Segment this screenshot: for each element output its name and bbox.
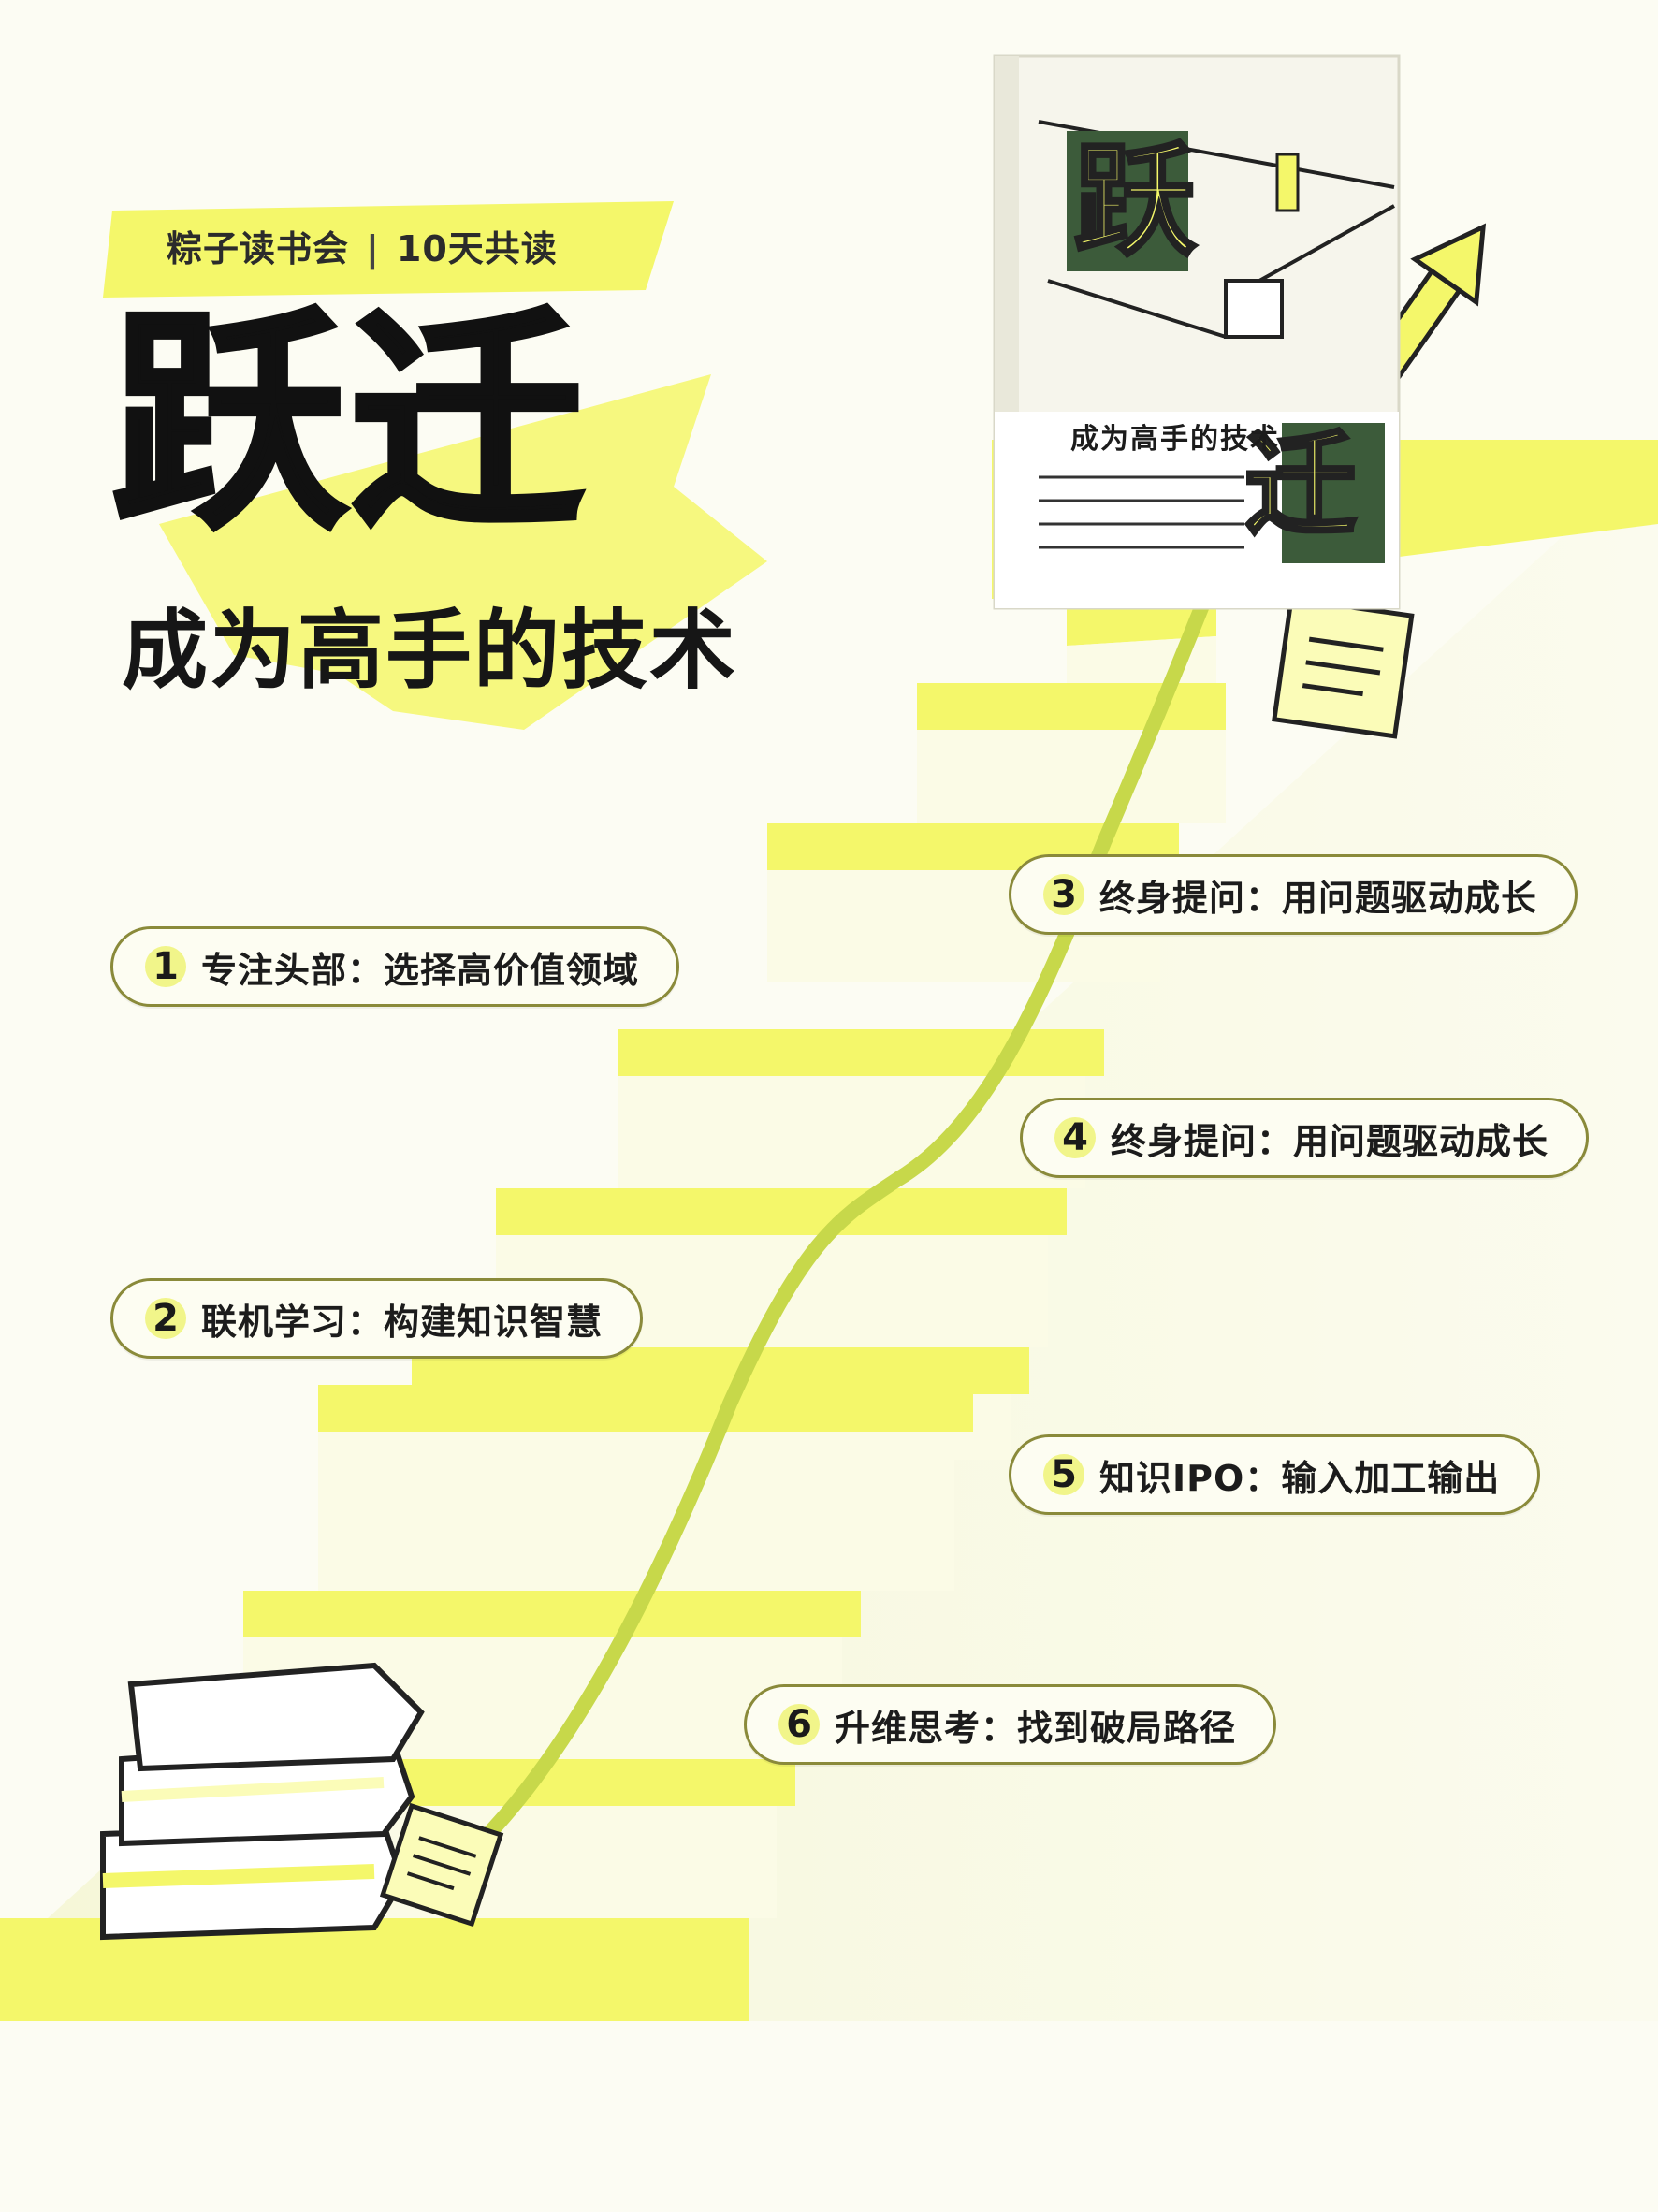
step-number: 2 (145, 1298, 186, 1339)
step-pill-1: 1 专注头部：选择高价值领域 (110, 926, 680, 1007)
note-icon (1272, 596, 1415, 739)
step-label: 专注头部：选择高价值领域 (201, 949, 640, 991)
reading-club-banner: 粽子读书会 | 10天共读 (103, 204, 674, 294)
book-subtitle: 成为高手的技术 (1070, 423, 1280, 456)
page-subtitle: 成为高手的技术 (122, 601, 738, 701)
step-number: 5 (1043, 1454, 1084, 1495)
step-label: 终身提问：用问题驱动成长 (1099, 877, 1538, 919)
book-title-glyph: 跃 (1072, 130, 1198, 272)
reading-duration: 10天共读 (396, 228, 558, 269)
book-stack-icon (100, 1662, 425, 1941)
step-label: 知识IPO：输入加工输出 (1099, 1457, 1501, 1499)
step-pill-3: 3 终身提问：用问题驱动成长 (1009, 854, 1578, 935)
step-pill-2: 2 联机学习：构建知识智慧 (110, 1278, 644, 1359)
note-icon (379, 1802, 504, 1928)
step-pill-6: 6 升维思考：找到破局路径 (744, 1684, 1277, 1765)
page-title: 跃迁 (109, 287, 588, 560)
club-name: 粽子读书会 (167, 228, 350, 269)
step-number: 4 (1054, 1117, 1096, 1158)
step-label: 联机学习：构建知识智慧 (201, 1301, 604, 1343)
banner-separator: | (366, 228, 380, 269)
title-splash (159, 374, 767, 730)
step-number: 6 (778, 1704, 820, 1745)
step-pill-4: 4 终身提问：用问题驱动成长 (1020, 1098, 1590, 1178)
step-number: 3 (1043, 874, 1084, 915)
step-number: 1 (145, 946, 186, 987)
step-label: 终身提问：用问题驱动成长 (1111, 1120, 1549, 1162)
book-title-glyph: 迁 (1243, 421, 1359, 551)
book-cover (993, 54, 1401, 610)
growth-path (442, 517, 1243, 1879)
step-label: 升维思考：找到破局路径 (835, 1707, 1237, 1749)
step-pill-5: 5 知识IPO：输入加工输出 (1009, 1434, 1541, 1515)
